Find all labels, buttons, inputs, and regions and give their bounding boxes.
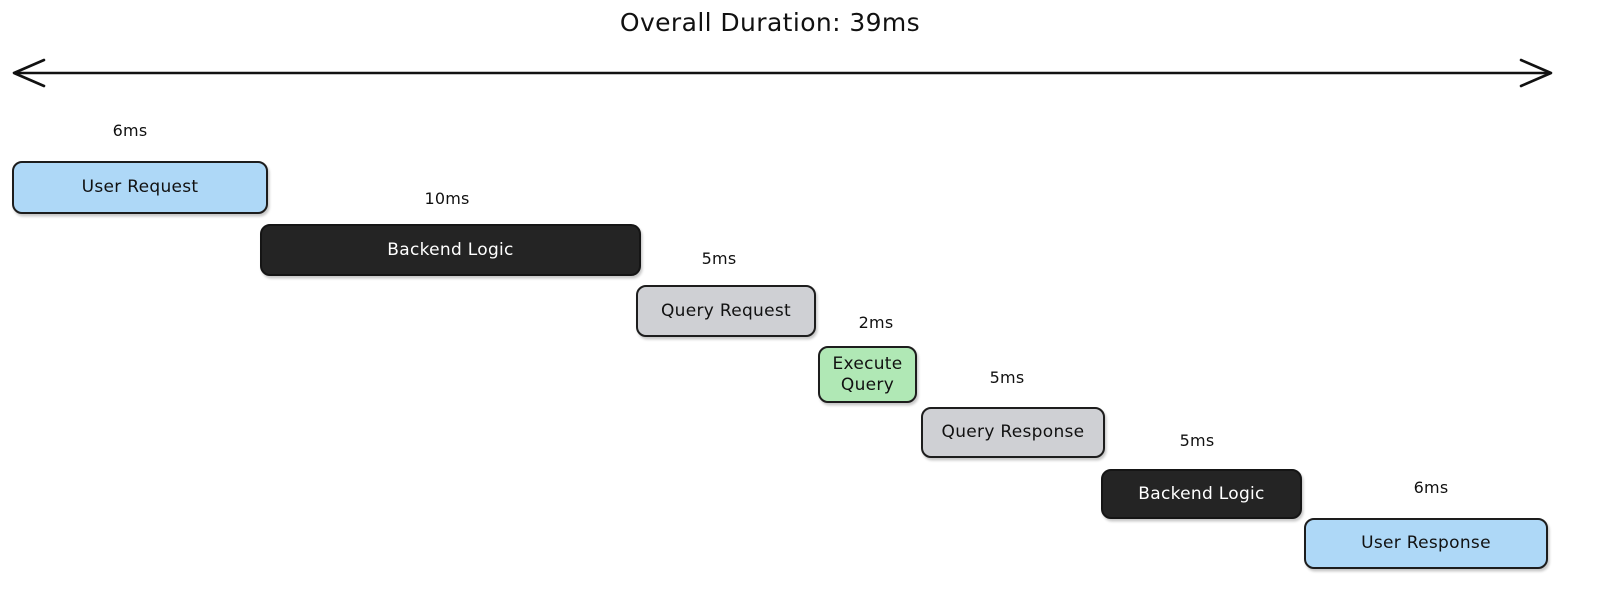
timeline-bar-user-response[interactable]: User Response [1304,518,1548,569]
timeline-bar-label: Query Response [941,422,1085,443]
duration-label-query-request: 5ms [701,249,737,268]
timeline-bar-label: Execute Query [832,354,903,395]
duration-label-user-response: 6ms [1413,478,1449,497]
timeline-bar-execute-query[interactable]: Execute Query [818,346,917,403]
timeline-bar-label: User Request [81,177,199,198]
duration-axis-arrow [12,58,1553,88]
duration-label-backend-logic-1: 10ms [424,189,470,208]
timeline-bar-label: Query Request [660,300,792,321]
timeline-bar-backend-logic-1[interactable]: Backend Logic [260,224,641,276]
duration-label-user-request: 6ms [112,121,148,140]
duration-label-backend-logic-2: 5ms [1179,431,1215,450]
timeline-bar-label: Backend Logic [1138,483,1265,504]
duration-label-execute-query: 2ms [858,313,894,332]
timeline-bar-label: User Response [1361,533,1491,554]
timeline-bar-backend-logic-2[interactable]: Backend Logic [1101,469,1302,519]
duration-label-query-response: 5ms [989,368,1025,387]
page-title: Overall Duration: 39ms [619,8,921,37]
timeline-bar-query-response[interactable]: Query Response [921,407,1105,458]
timeline-bar-label: Backend Logic [387,239,514,260]
timeline-bar-query-request[interactable]: Query Request [636,285,816,337]
timeline-bar-user-request[interactable]: User Request [12,161,268,214]
